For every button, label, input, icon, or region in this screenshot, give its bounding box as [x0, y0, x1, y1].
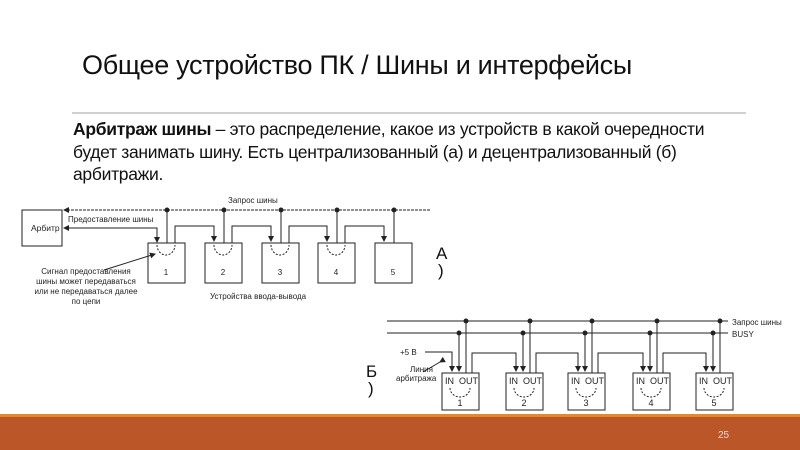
- device-number: 3: [583, 398, 588, 408]
- device-number: 3: [278, 268, 283, 277]
- device-box: [505, 372, 544, 411]
- note-line: или не передаваться далее: [34, 287, 138, 296]
- junction-dot: [278, 207, 284, 213]
- note-line: шины может передаваться: [36, 277, 136, 286]
- junction-dot: [589, 318, 595, 324]
- devices-caption: Устройства ввода-вывода: [210, 292, 307, 301]
- arbiter-label: Арбитр: [31, 223, 60, 233]
- in-label: IN: [509, 376, 518, 386]
- device-box: [567, 372, 606, 411]
- junction-dot: [334, 207, 340, 213]
- junction-dot: [647, 330, 653, 336]
- in-label: IN: [699, 376, 708, 386]
- device-number: 4: [334, 268, 339, 277]
- device-number: 4: [648, 398, 653, 408]
- marker-b: Б: [366, 362, 378, 381]
- footer-accent-line: [0, 414, 800, 417]
- diagram-b: IN OUT 1 IN OUT 2 IN OUT 3 IN OUT 4 IN OUT 5: [387, 318, 734, 411]
- voltage-label: +5 В: [400, 348, 417, 357]
- request-label-b: Запрос шины: [732, 318, 782, 327]
- in-label: IN: [636, 376, 645, 386]
- device-number: 5: [391, 268, 396, 277]
- device-box: [441, 372, 480, 411]
- junction-dot: [221, 207, 227, 213]
- device-box: [204, 242, 243, 284]
- device-box: [695, 372, 734, 411]
- in-label: IN: [445, 376, 454, 386]
- marker-a: А: [436, 244, 448, 263]
- device-box: [317, 242, 356, 284]
- device-number: 2: [521, 398, 526, 408]
- junction-dot: [717, 318, 723, 324]
- device-number: 2: [221, 268, 226, 277]
- out-label: OUT: [650, 376, 670, 386]
- device-box: [632, 372, 671, 411]
- arbitration-label: арбитража: [396, 374, 437, 383]
- junction-dot: [710, 330, 716, 336]
- note-line: по цепи: [72, 297, 101, 306]
- out-label: OUT: [459, 376, 479, 386]
- request-label-a: Запрос шины: [228, 196, 278, 205]
- note-line: Сигнал предоставления: [41, 267, 131, 276]
- junction-dot: [164, 207, 170, 213]
- out-label: OUT: [523, 376, 543, 386]
- out-label: OUT: [585, 376, 605, 386]
- note-pointer: [103, 252, 156, 271]
- term: Арбитраж шины: [73, 119, 212, 139]
- page-number: 25: [718, 430, 730, 441]
- device-box: [374, 242, 413, 284]
- junction-dot: [463, 318, 469, 324]
- in-label: IN: [571, 376, 580, 386]
- junction-dot: [456, 330, 462, 336]
- arbitration-line: [425, 351, 455, 372]
- device-box: [261, 242, 300, 284]
- junction-dot: [520, 330, 526, 336]
- junction-dot: [654, 318, 660, 324]
- busy-label: BUSY: [732, 330, 754, 339]
- footer-band: [0, 417, 800, 450]
- grant-label: Предоставление шины: [68, 215, 154, 224]
- arbiter-box: [21, 209, 63, 247]
- arbitration-label: Линия: [410, 365, 433, 374]
- marker-a-paren: ): [438, 261, 444, 280]
- device-number: 5: [711, 398, 716, 408]
- junction-dot: [582, 330, 588, 336]
- slide-body: Арбитраж шины – это распределение, какое…: [73, 118, 713, 186]
- definition: – это распределение, какое из устройств …: [73, 119, 705, 184]
- title-divider: [72, 112, 746, 114]
- marker-b-paren: ): [368, 379, 374, 398]
- junction-dot: [527, 318, 533, 324]
- slide-title: Общее устройство ПК / Шины и интерфейсы: [82, 50, 632, 80]
- junction-dot: [391, 207, 397, 213]
- device-box: [147, 242, 186, 284]
- out-label: OUT: [713, 376, 733, 386]
- diagram-a: 1 2 3 4 5: [21, 207, 430, 284]
- device-number: 1: [457, 398, 462, 408]
- device-number: 1: [164, 268, 169, 277]
- grant-line: [100, 227, 160, 243]
